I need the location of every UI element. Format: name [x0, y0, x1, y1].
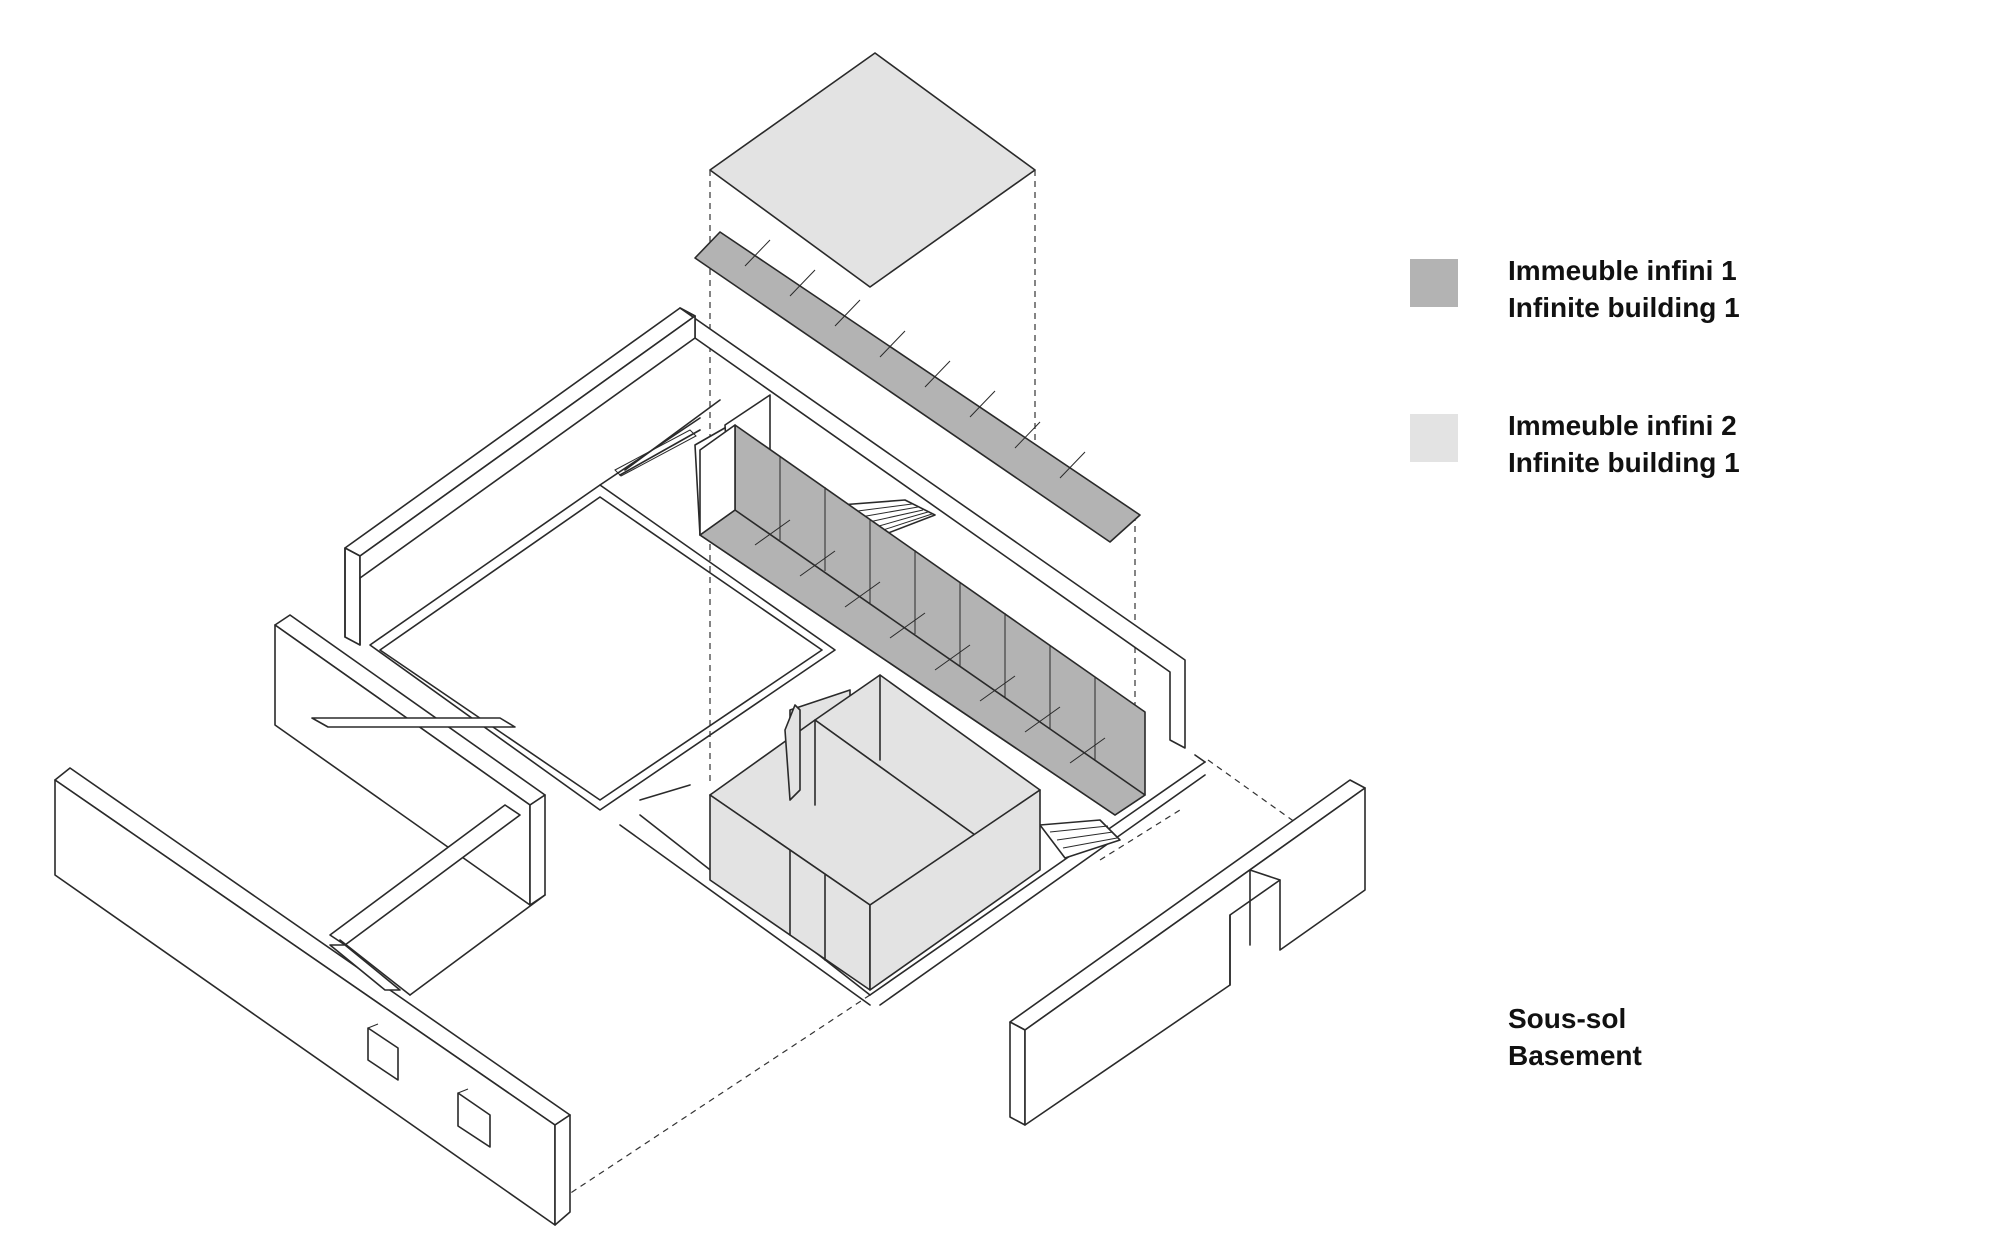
back-wall [344, 307, 1186, 749]
legend-swatch-building-2 [1410, 414, 1458, 462]
legend-label-building-1-en: Infinite building 1 [1508, 292, 1740, 323]
front-left-wall [54, 767, 571, 1226]
furniture-wall-building-1 [694, 394, 1146, 816]
level-label: Sous-sol Basement [1508, 1000, 1642, 1074]
level-label-fr: Sous-sol [1508, 1003, 1627, 1034]
middle-left-wall [274, 614, 546, 906]
box-volume-building-2 [709, 674, 1041, 991]
window-1 [367, 1027, 399, 1081]
window-2 [457, 1092, 491, 1148]
legend-label-building-2: Immeuble infini 2 Infinite building 1 [1508, 407, 1740, 481]
front-right-wall [1009, 779, 1366, 1126]
legend-label-building-1: Immeuble infini 1 Infinite building 1 [1508, 252, 1740, 326]
legend-label-building-1-fr: Immeuble infini 1 [1508, 255, 1737, 286]
legend-swatch-building-1 [1410, 259, 1458, 307]
level-label-en: Basement [1508, 1040, 1642, 1071]
roof-strip-building-1 [694, 231, 1141, 543]
legend-label-building-2-en: Infinite building 1 [1508, 447, 1740, 478]
legend-label-building-2-fr: Immeuble infini 2 [1508, 410, 1737, 441]
